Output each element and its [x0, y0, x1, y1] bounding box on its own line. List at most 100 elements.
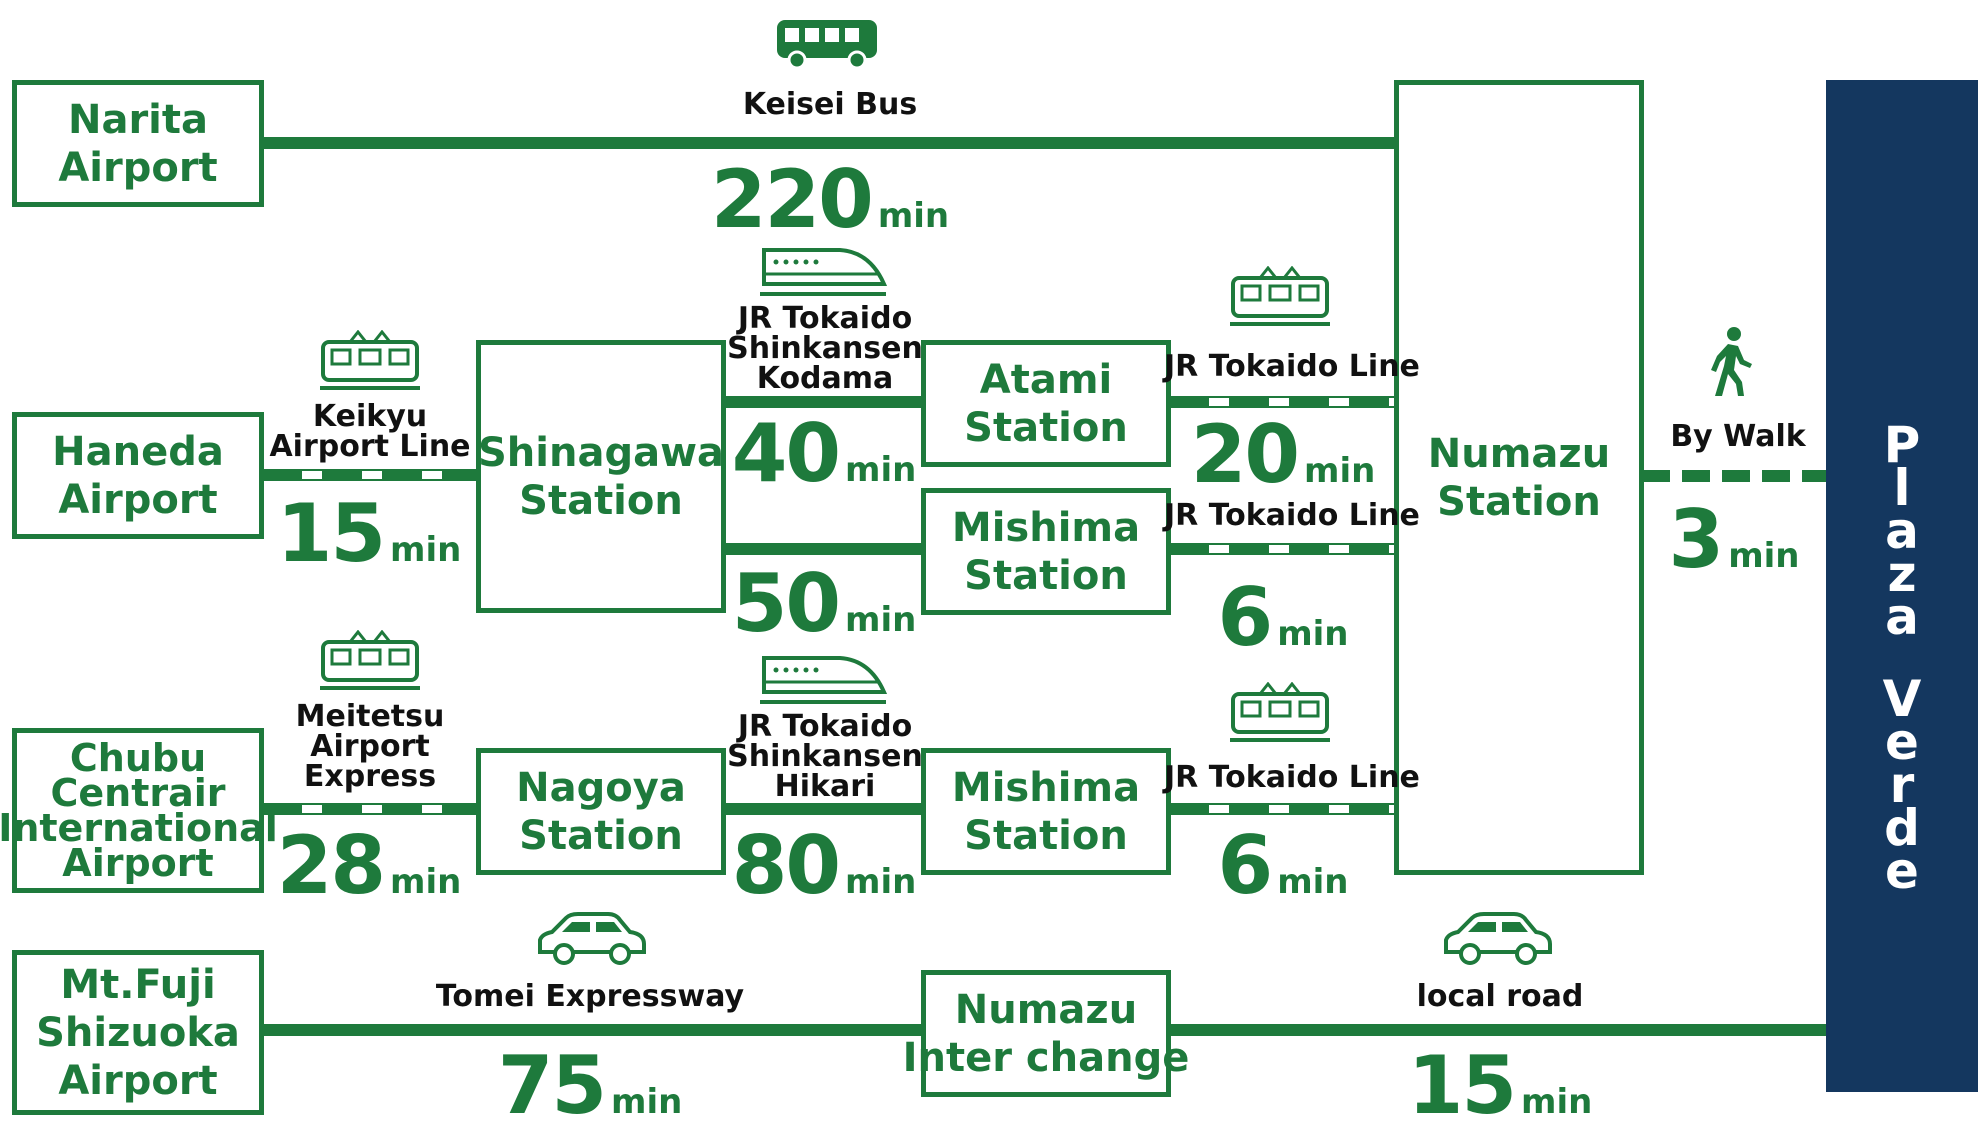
shinagawa-mishima-time-value: 50 — [731, 557, 841, 650]
numazu-ic-name-line-1: Numazu — [954, 986, 1138, 1033]
narita-airport-box: Narita Airport — [12, 80, 264, 207]
chubu-airport-name-line-2: Centrair — [50, 770, 226, 815]
walk-time-value: 3 — [1668, 493, 1725, 586]
kodama-label-line-1: JR Tokaido — [737, 301, 913, 336]
shinagawa-station-box: Shinagawa Station — [476, 340, 726, 613]
keisei-bus-route-line — [262, 137, 1396, 149]
tomei-time-value: 75 — [497, 1039, 607, 1132]
shinkansen-icon — [760, 656, 888, 704]
kodama-time-value: 40 — [731, 407, 841, 500]
keikyu-label-line-2: Airport Line — [269, 429, 471, 464]
fuji-airport-name-line-1: Mt.Fuji — [60, 961, 216, 1008]
plaza-verde-letter: P — [1883, 416, 1921, 474]
mishima-numazu-1-label-line-1: JR Tokaido Line — [1164, 498, 1420, 533]
keikyu-route-line — [262, 469, 476, 481]
kodama-route-line — [724, 396, 924, 408]
atami-numazu-time-value: 20 — [1190, 408, 1300, 501]
atami-name-line-2: Station — [964, 404, 1128, 451]
numazu-station-name-line-2: Station — [1437, 478, 1601, 525]
mishima-station-box-1: Mishima Station — [921, 488, 1171, 615]
shinkansen-icon — [760, 248, 888, 296]
time-unit: min — [845, 862, 917, 902]
time-unit: min — [390, 530, 462, 570]
time-unit: min — [1277, 614, 1349, 654]
car-icon — [1444, 912, 1552, 965]
chubu-centrair-airport-box: Chubu Centrair International Airport — [0, 728, 278, 893]
local-road-time-value: 15 — [1407, 1039, 1517, 1132]
keisei-bus-label: Keisei Bus — [680, 90, 980, 120]
mishima-numazu-1-time-value: 6 — [1217, 571, 1274, 664]
hikari-label-line-1: JR Tokaido — [737, 709, 913, 744]
narita-airport-name-line-2: Airport — [58, 144, 218, 191]
time-unit: min — [877, 196, 950, 236]
mishima1-name-line-2: Station — [964, 552, 1128, 599]
meitetsu-label: Meitetsu Airport Express — [260, 702, 480, 792]
keikyu-label: Keikyu Airport Line — [260, 402, 480, 462]
bus-icon — [777, 20, 877, 70]
kodama-label-line-2: Shinkansen — [727, 331, 923, 366]
plaza-verde-letter: V — [1882, 670, 1922, 728]
meitetsu-label-line-2: Airport — [310, 729, 430, 764]
mishima2-name-line-1: Mishima — [951, 764, 1141, 811]
keisei-label-line-1: Keisei Bus — [742, 87, 918, 122]
time-unit: min — [1728, 536, 1800, 576]
time-unit: min — [1304, 451, 1376, 491]
mishima-numazu-route-line-1 — [1169, 543, 1396, 555]
walk-route-line — [1642, 470, 1826, 482]
nagoya-name-line-1: Nagoya — [516, 764, 686, 811]
keikyu-time-value: 15 — [276, 487, 386, 580]
numazu-ic-name-line-2: Inter change — [902, 1034, 1190, 1081]
mishima-numazu-label-1: JR Tokaido Line — [1164, 498, 1420, 533]
shinagawa-name-line-2: Station — [519, 477, 683, 524]
atami-numazu-label: JR Tokaido Line — [1164, 349, 1420, 384]
numazu-station-box: Numazu Station — [1394, 80, 1644, 875]
atami-numazu-label-line-1: JR Tokaido Line — [1164, 349, 1420, 384]
mishima-station-box-2: Mishima Station — [921, 748, 1171, 875]
meitetsu-label-line-3: Express — [303, 759, 437, 794]
meitetsu-label-line-1: Meitetsu — [295, 699, 445, 734]
chubu-airport-name-line-1: Chubu — [69, 735, 207, 780]
hikari-route-line — [724, 803, 924, 815]
tomei-label-line-1: Tomei Expressway — [435, 979, 745, 1014]
narita-airport-name-line-1: Narita — [67, 96, 209, 143]
time-unit: min — [611, 1082, 683, 1122]
kodama-label-line-3: Kodama — [756, 361, 894, 396]
time-unit: min — [845, 600, 917, 640]
fuji-airport-name-line-3: Airport — [58, 1057, 218, 1104]
shinagawa-name-line-1: Shinagawa — [477, 429, 725, 476]
car-icon — [538, 912, 646, 965]
chubu-airport-name-line-3: International — [0, 805, 278, 850]
train-icon — [1230, 266, 1330, 326]
numazu-interchange-box: Numazu Inter change — [903, 970, 1189, 1097]
local-road-label-line-1: local road — [1416, 979, 1584, 1014]
hikari-label-line-3: Hikari — [774, 769, 876, 804]
plaza-verde-destination-panel: P l a z a V e r d e — [1826, 80, 1978, 1092]
keisei-time-value: 220 — [710, 153, 874, 246]
plaza-verde-letter: e — [1885, 842, 1919, 900]
plaza-verde-letter: a — [1885, 588, 1919, 646]
local-road-label: local road — [1360, 982, 1640, 1012]
hikari-time-value: 80 — [731, 819, 841, 912]
mishima-numazu-label-2: JR Tokaido Line — [1164, 763, 1420, 793]
fuji-airport-name-line-2: Shizuoka — [36, 1009, 240, 1056]
mt-fuji-shizuoka-airport-box: Mt.Fuji Shizuoka Airport — [12, 950, 264, 1115]
plaza-verde-letter: e — [1885, 713, 1919, 771]
plaza-verde-letter: l — [1893, 459, 1911, 517]
local-road-route-line — [1169, 1024, 1826, 1036]
atami-numazu-route-line — [1169, 396, 1396, 408]
tomei-label: Tomei Expressway — [430, 982, 750, 1012]
haneda-airport-name-line-2: Airport — [58, 476, 218, 523]
mishima-numazu-2-time-value: 6 — [1217, 819, 1274, 912]
time-unit: min — [1277, 862, 1349, 902]
plaza-verde-letter: r — [1889, 756, 1915, 814]
walk-label-line-1: By Walk — [1670, 419, 1806, 454]
